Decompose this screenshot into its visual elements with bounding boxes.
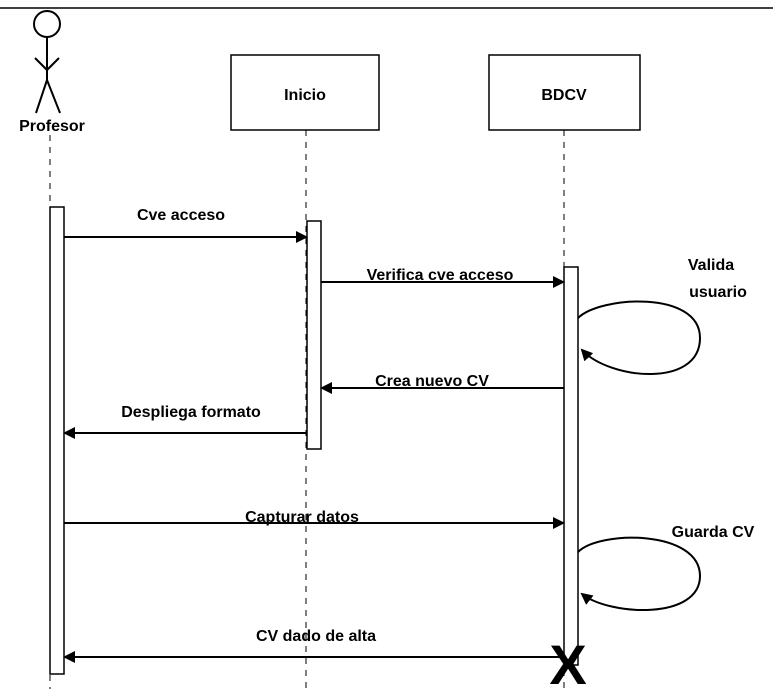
object-inicio-box xyxy=(230,54,380,131)
object-bdcv-box xyxy=(488,54,641,131)
actor-profesor-label: Profesor xyxy=(19,118,85,135)
message-label-valida-line2: usuario xyxy=(689,284,747,301)
message-label-despliega-formato: Despliega formato xyxy=(121,404,261,421)
message-label-crea-nuevo-cv: Crea nuevo CV xyxy=(375,373,489,390)
message-label-cve-acceso: Cve acceso xyxy=(137,207,225,224)
object-inicio-label: Inicio xyxy=(284,87,326,104)
message-label-capturar-datos: Capturar datos xyxy=(245,509,359,526)
message-label-guarda-cv: Guarda CV xyxy=(672,524,755,541)
object-bdcv-label: BDCV xyxy=(541,87,587,104)
message-label-valida-line1: Valida xyxy=(688,257,734,274)
activation-profesor xyxy=(49,206,65,675)
destroy-marker: X xyxy=(549,633,586,689)
self-message-arrow-valida-usuario xyxy=(577,300,702,375)
activation-inicio xyxy=(306,220,322,450)
activation-bdcv xyxy=(563,266,579,666)
self-message-arrow-guarda-cv xyxy=(577,536,702,612)
message-label-cv-dado-de-alta: CV dado de alta xyxy=(256,628,376,645)
message-label-verifica-cve-acceso: Verifica cve acceso xyxy=(367,267,514,284)
actor-profesor-figure xyxy=(33,10,61,114)
